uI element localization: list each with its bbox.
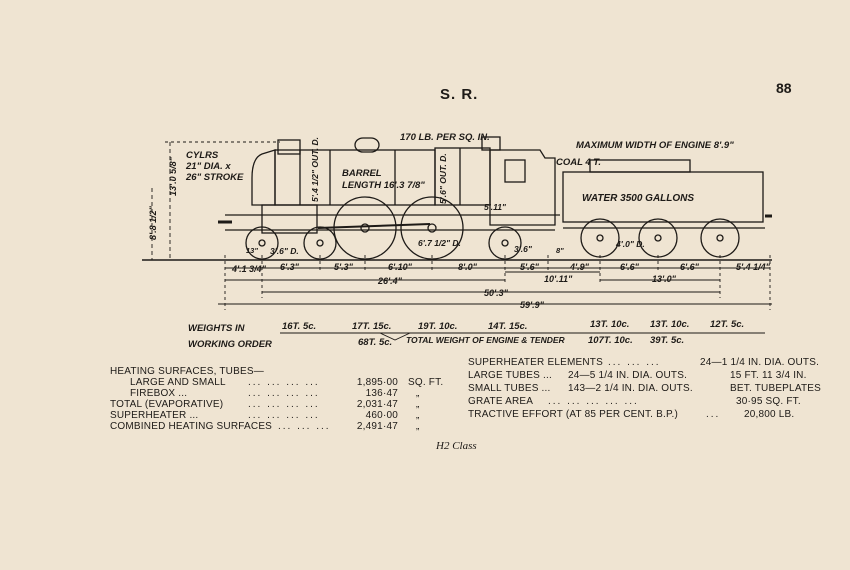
wb-engine: 26'.4" bbox=[377, 276, 403, 286]
boiler-details-table: SUPERHEATER ELEMENTS ... ... ... 24—1 1/… bbox=[468, 357, 821, 420]
bogie-wheel-dia: 3'.6" D. bbox=[270, 246, 299, 256]
tender-wheel bbox=[700, 218, 740, 258]
cab bbox=[489, 149, 556, 226]
total-weight-label: TOTAL WEIGHT OF ENGINE & TENDER bbox=[406, 335, 566, 345]
locomotive-diagram: CYLRS 21" DIA. x 26" STROKE 170 LB. PER … bbox=[142, 132, 772, 350]
small-note-1: 13" bbox=[246, 246, 258, 255]
wb-3: 5'.3" bbox=[334, 262, 354, 272]
heating-heading: HEATING SURFACES, TUBES— bbox=[110, 366, 264, 377]
total-weight: 107T. 10c. bbox=[588, 335, 633, 346]
spec-unit: SQ. FT. bbox=[408, 377, 444, 388]
boiler-dia-rear: 5'.6" OUT. D. bbox=[438, 153, 448, 204]
weights-label-1: WEIGHTS IN bbox=[188, 323, 246, 334]
cylinder-block bbox=[261, 204, 318, 234]
spec-value: 460·00 bbox=[365, 410, 398, 421]
cylinders-label-2: 21" DIA. x bbox=[185, 161, 231, 172]
axle-weight-5: 13T. 10c. bbox=[590, 319, 629, 330]
bogie-wheel bbox=[245, 226, 279, 260]
spec-unit: „ bbox=[416, 399, 420, 410]
max-width-label: MAXIMUM WIDTH OF ENGINE 8'.9" bbox=[576, 140, 734, 151]
wb-4: 6'.10" bbox=[388, 262, 413, 272]
spec-label: LARGE AND SMALL bbox=[130, 377, 226, 388]
spec-label: COMBINED HEATING SURFACES bbox=[110, 421, 273, 432]
water-label: WATER 3500 GALLONS bbox=[582, 193, 694, 204]
small-note-2: 8" bbox=[556, 246, 564, 255]
spec-value: 2,031·47 bbox=[356, 399, 398, 410]
axle-weight-4: 14T. 15c. bbox=[488, 321, 527, 332]
wb-10: 5'.4 1/4" bbox=[736, 262, 771, 272]
spec-value: 1,895·00 bbox=[356, 377, 398, 388]
trailing-wheel bbox=[488, 226, 522, 260]
spec-label: TOTAL (EVAPORATIVE) bbox=[110, 399, 224, 410]
wb-6: 5'.6" bbox=[520, 262, 540, 272]
axle-weight-3: 19T. 10c. bbox=[418, 321, 457, 332]
weights-label-2: WORKING ORDER bbox=[188, 339, 272, 350]
driving-wheel-dia: 6'.7 1/2" D. bbox=[418, 238, 461, 248]
firebox-height-label: 5'.11" bbox=[484, 202, 507, 212]
driving-wheel bbox=[400, 196, 464, 260]
cylinders-label-1: CYLRS bbox=[186, 150, 219, 161]
bogie-wheel bbox=[303, 226, 337, 260]
tender-wheel bbox=[638, 218, 678, 258]
railway-title: S. R. bbox=[440, 86, 479, 103]
axle-weight-7: 12T. 5c. bbox=[710, 319, 744, 330]
boiler-dia-front: 5'.4 1/2" OUT. D. bbox=[310, 137, 320, 202]
chimney bbox=[277, 139, 301, 155]
pressure-label: 170 LB. PER SQ. IN. bbox=[400, 132, 490, 143]
spec-label: SUPERHEATER ... bbox=[110, 410, 199, 421]
wb-2: 6'.3" bbox=[280, 262, 300, 272]
spec-label: FIREBOX ... bbox=[130, 388, 188, 399]
heating-surfaces-table: HEATING SURFACES, TUBES— LARGE AND SMALL… bbox=[110, 366, 444, 432]
tender-wheel bbox=[580, 218, 620, 258]
spec-unit: „ bbox=[416, 388, 420, 399]
driving-wheel bbox=[333, 196, 397, 260]
height-chimney: 13'.0 5/8" bbox=[168, 156, 178, 196]
wb-5: 8'.0" bbox=[458, 262, 478, 272]
wb-total: 50'.3" bbox=[484, 288, 509, 298]
barrel-label-1: BARREL bbox=[342, 168, 382, 179]
coal-rails bbox=[589, 159, 691, 173]
wb-7: 4'.9" bbox=[569, 262, 590, 272]
axle-weight-1: 16T. 5c. bbox=[282, 321, 316, 332]
spec-value: 2,491·47 bbox=[356, 421, 398, 432]
wheels bbox=[245, 196, 740, 260]
wb-trailing-tender: 10'.11" bbox=[544, 274, 573, 284]
diagram-caption: H2 Class bbox=[436, 440, 477, 452]
spec-unit: „ bbox=[416, 410, 420, 421]
engine-weight: 68T. 5c. bbox=[358, 337, 392, 348]
dome bbox=[354, 137, 380, 153]
wb-1: 4'.1 3/4" bbox=[231, 264, 267, 274]
cab-window bbox=[504, 159, 526, 183]
trailing-wheel-dia: 3'.6" bbox=[514, 244, 533, 254]
page-number: 88 bbox=[776, 80, 792, 96]
tender-weight: 39T. 5c. bbox=[650, 335, 684, 346]
wb-9: 6'.6" bbox=[680, 262, 700, 272]
height-boiler: 8'.8 1/2" bbox=[148, 205, 158, 240]
axle-weight-6: 13T. 10c. bbox=[650, 319, 689, 330]
smokebox bbox=[251, 149, 276, 206]
wb-8: 6'.6" bbox=[620, 262, 640, 272]
cylinders-label-3: 26" STROKE bbox=[185, 172, 244, 183]
spec-value: 136·47 bbox=[365, 388, 398, 399]
wb-tender: 13'.0" bbox=[652, 274, 677, 284]
length-total: 59'.9" bbox=[520, 300, 545, 310]
barrel-label-2: LENGTH 16'.3 7/8" bbox=[342, 180, 425, 191]
spec-unit: „ bbox=[416, 421, 420, 432]
coal-label: COAL 4 T. bbox=[556, 157, 601, 168]
tender-wheel-dia: 4'.0" D. bbox=[615, 239, 645, 249]
axle-weight-2: 17T. 15c. bbox=[352, 321, 391, 332]
